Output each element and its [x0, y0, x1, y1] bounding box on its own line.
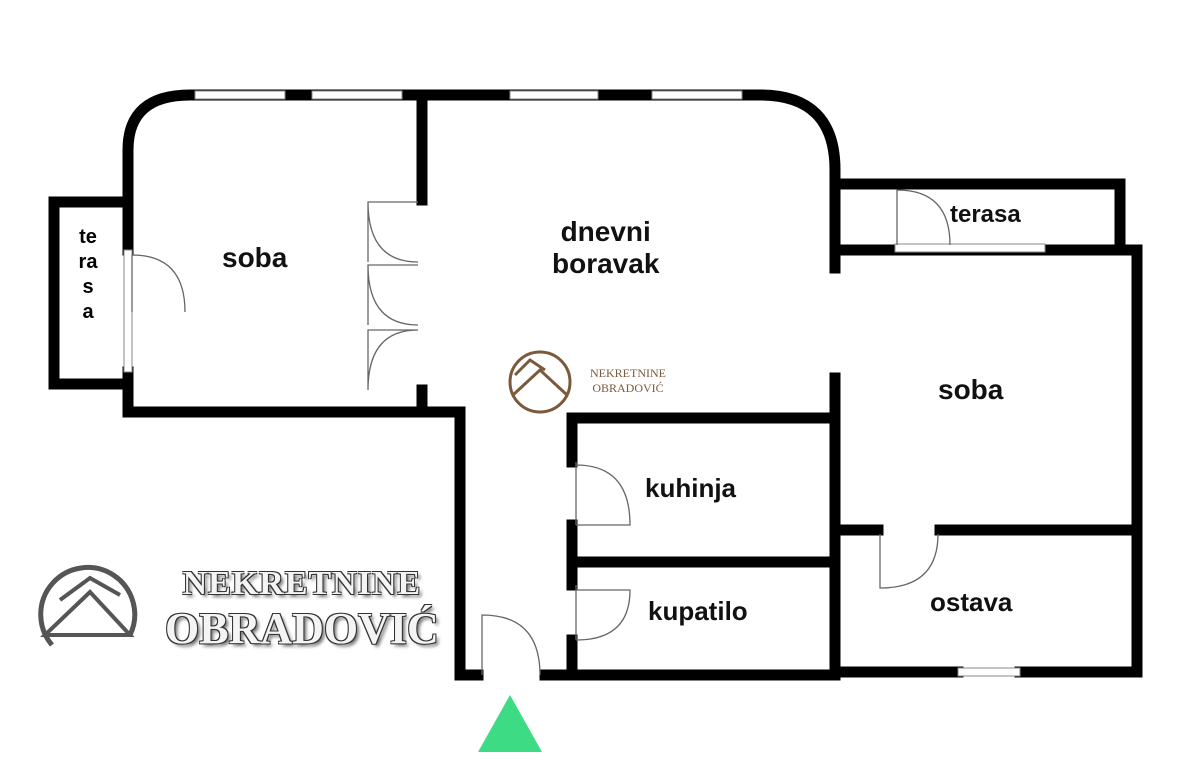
room-label-terasa-right: terasa: [950, 201, 1021, 228]
room-label-living-line1: dnevni: [560, 216, 651, 247]
terrace-right-wall: [832, 178, 1126, 254]
watermark-small: NEKRETNINE OBRADOVIĆ: [590, 366, 666, 396]
terrace-left-wall: [48, 196, 131, 390]
walls: [48, 89, 1143, 681]
watermark-large-line2: OBRADOVIĆ: [165, 604, 439, 653]
doors: [131, 189, 951, 676]
room-label-terasa-left: terasa: [78, 226, 98, 323]
room-label-soba-left: soba: [222, 242, 288, 273]
watermark-small-line2: OBRADOVIĆ: [592, 381, 664, 395]
outer-left-bottom-wall: [122, 366, 484, 681]
watermark-small-line1: NEKRETNINE: [590, 366, 666, 380]
room-label-kitchen: kuhinja: [645, 473, 737, 503]
kitchen-bath-walls: [566, 412, 841, 674]
outer-top-wall: [122, 89, 841, 274]
room-label-soba-right: soba: [938, 374, 1004, 405]
windows: [123, 90, 1046, 677]
room-label-living: dnevni boravak: [552, 216, 659, 280]
watermark-large-line1: NEKRETNINE: [182, 565, 422, 602]
logo-small-icon: [508, 350, 572, 414]
watermark-large: NEKRETNINE OBRADOVIĆ: [165, 565, 439, 654]
room-label-storage: ostava: [930, 587, 1013, 617]
entrance-arrow-icon: [478, 695, 542, 752]
room-label-living-line2: boravak: [552, 248, 660, 280]
logo-large-icon: [38, 564, 138, 647]
room-label-bathroom: kupatilo: [648, 596, 748, 626]
